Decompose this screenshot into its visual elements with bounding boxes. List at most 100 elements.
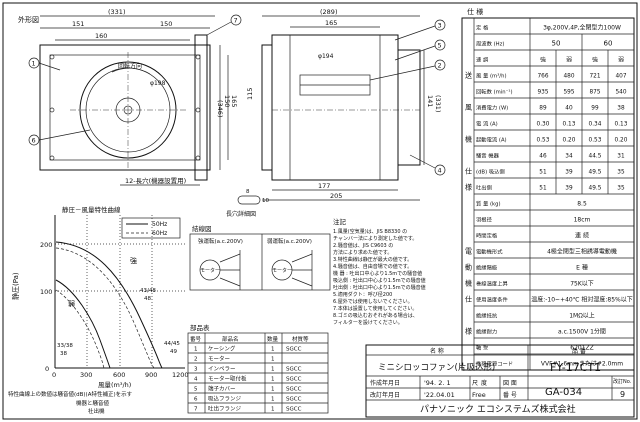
parts-cell: 1 [271,387,275,393]
title-block: 名 称 品 番 ミニシロッコファン(片吸込形) FY-17CT1 作成年月日 '… [365,344,635,418]
spec-value: 0.53 [589,138,602,144]
spec-value: 935 [537,90,548,96]
wiring-diagram: 結線図 強運転(a.c.200V) 弱運転(a.c.200V) モーター モータ… [189,224,331,291]
spec-value: 34 [565,154,573,160]
callout-2: 2 [438,62,442,70]
curve-note-2: 機器と騒音値 [76,399,110,407]
spec-value: 弱 [618,57,624,64]
ann-44-45: 44/45 [164,341,180,347]
spec-value: 3φ,200V,4P,全閉型力100W [543,24,621,32]
spec-label: 速 調 [476,56,488,64]
parts-cell: 1 [271,357,275,363]
spec-value: 35 [617,170,625,176]
dim-front-dia: φ198 [150,80,166,87]
dim-side-g: 10 [262,198,269,204]
dim-side-h: 8 [246,189,250,195]
spec-value: 595 [563,90,574,96]
rotation-label: 回転方向 [118,62,142,70]
spec-side-label: 様 [465,183,472,192]
wiring-title: 結線図 [192,224,212,233]
tb-rev-label: 改訂No. [613,378,632,385]
dim-front-c: 160 [95,32,107,40]
dim-front-e: 150 [223,95,231,107]
ann-33-38: 33/38 [57,343,73,349]
spec-value: 31 [617,154,625,160]
parts-h-qty: 数量 [267,335,279,343]
parts-cell: 1 [271,377,275,383]
spec-value: 39 [565,186,573,192]
curve-title: 静圧－風量特性曲線 [62,205,121,214]
spec-label: 推奨電源コード [476,360,513,368]
spec-label: 絶縁階級 [476,264,498,272]
spec-value: 44.5 [589,154,602,160]
parts-h-mat: 材質等 [292,335,309,343]
motor-b: モーター [272,267,292,274]
callout-1: 1 [32,60,36,68]
ann-38: 38 [60,351,67,357]
drawing-number: GA-034 [545,387,582,398]
spec-label: 使用温度条件 [476,296,508,304]
note-line: 方法により求めた値です。 [333,249,392,256]
spec-value: 強 [540,56,546,64]
spec-side-label: 機 [465,279,472,288]
dim-top-front: (331) [108,8,125,16]
y-tick-0: 0 [45,365,49,373]
parts-cell: SGCC [286,397,302,403]
parts-cell: 1 [271,397,275,403]
spec-value: 89 [539,106,547,112]
note-line: 吐出側 : 吐出口中心より1.5mでの騒音値 [333,284,426,291]
spec-label: 質 量 (kg) [476,200,501,208]
note-line: 7.本体は設置して使用してください。 [333,305,417,312]
parts-cell: 6 [194,397,198,403]
tb-created: '94. 2. 1 [424,379,451,387]
spec-label: 電 流 (A) [476,120,498,128]
spec-label: 巻線温度上昇 [476,280,508,288]
spec-label: 周波数 (Hz) [476,40,504,48]
spec-side-label: 風 [465,104,472,112]
y-tick-200: 200 [40,241,52,249]
slot-detail-label: 長穴詳細図 [226,210,256,218]
note-line: 4.騒音値は、自由音場での値です。 [333,263,412,270]
note-line: 6.屋外では使用しないでください。 [333,298,413,305]
note-line: 8.ゴミの吸込むおそれがある場合は、 [333,312,418,319]
spec-value: 35 [617,186,625,192]
spec-label: 定 格 [476,24,489,32]
notes-title: 注記 [333,217,347,226]
spec-value: 8.5 [577,201,587,208]
tb-revised-label: 改訂年月日 [370,391,400,399]
tb-name-header: 名 称 [430,347,444,355]
dim-side-d: (331) [434,95,442,112]
curve-strong-60 [55,247,155,369]
spec-label: 羽根径 [476,216,493,224]
parts-cell: 吸込フランジ [208,395,242,403]
motor-a: モーター [200,267,220,274]
spec-label: 時間定格 [476,232,498,240]
parts-cell: 端子カバー [208,385,236,393]
tb-revised: '22.04.01 [424,391,455,399]
spec-label: 消費電力 (W) [476,104,508,112]
x-axis-label: 風量(m³/h) [98,381,131,389]
callout-4: 4 [438,167,442,175]
spec-label: 軸 受 [476,344,489,352]
spec-value: 0.13 [563,122,576,128]
spec-label: 絶縁抵抗 [476,312,498,320]
spec-value: 強 [592,56,598,64]
note-line: 3.特性曲線は静圧が最大の値です。 [333,256,412,263]
parts-cell: 2 [194,357,198,363]
spec-value: 1MΩ以上 [569,312,595,320]
parts-cell: モーター [208,355,230,363]
note-line: チャンバー法により測定した値です。 [333,235,417,242]
curve-note-1: 特性曲線上の数値は騒音値(dB)(A特性補正)を示す [8,390,133,398]
spec-value: 6201ZZ [570,345,594,352]
tb-rev: 9 [620,390,625,399]
front-view: 外形図 (331) 151 150 160 回転方向 φ198 (346) 15… [18,8,242,186]
spec-label: 絶縁耐力 [476,328,497,336]
ann-48: 48 [144,296,151,302]
spec-value: 0.20 [615,138,628,144]
curve-weak-60 [55,289,105,369]
parts-h-name: 部品名 [222,335,239,343]
spec-value: 39 [565,170,573,176]
spec-value: a.c.1500V 1分間 [558,328,606,336]
